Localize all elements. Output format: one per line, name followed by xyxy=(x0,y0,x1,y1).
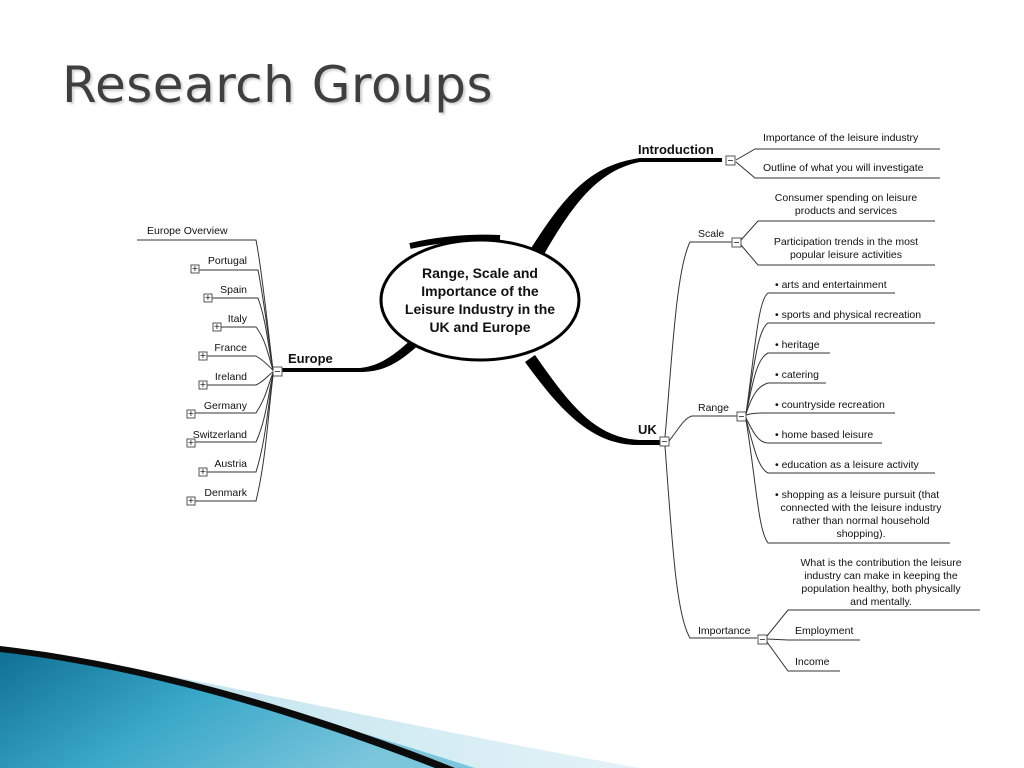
range-label: Range xyxy=(698,402,729,414)
svg-text:−: − xyxy=(727,155,733,167)
country-label: Germany xyxy=(204,400,248,412)
range-item: • education as a leisure activity xyxy=(775,459,919,471)
svg-text:−: − xyxy=(733,237,739,249)
range-item: shopping). xyxy=(836,528,885,540)
country-label: Denmark xyxy=(204,487,247,499)
country-label: Spain xyxy=(220,284,247,296)
svg-text:+: + xyxy=(188,437,194,449)
range-item: • arts and entertainment xyxy=(775,279,887,291)
slide-title: Research Groups xyxy=(62,56,494,114)
collapse-toggle[interactable]: − xyxy=(736,411,747,423)
scale-item: products and services xyxy=(795,205,897,217)
range-item: • shopping as a leisure pursuit (that xyxy=(775,489,939,501)
uk-label: UK xyxy=(638,422,657,437)
range-item: • heritage xyxy=(775,339,820,351)
range-connectors xyxy=(745,292,950,544)
importance-item: Employment xyxy=(795,625,853,637)
introduction-item: Outline of what you will investigate xyxy=(763,162,924,174)
europe-connectors xyxy=(137,239,274,502)
importance-item: and mentally. xyxy=(850,596,912,608)
svg-text:+: + xyxy=(205,292,211,304)
center-line: Leisure Industry in the xyxy=(405,301,555,317)
collapse-toggle[interactable]: − xyxy=(659,436,670,448)
range-item: connected with the leisure industry xyxy=(780,502,942,514)
svg-text:−: − xyxy=(661,436,667,448)
importance-label: Importance xyxy=(698,625,751,637)
expand-toggle[interactable]: + xyxy=(190,263,200,275)
introduction-branch: Introduction Importance of the leisure i… xyxy=(638,132,940,179)
center-line: Importance of the xyxy=(421,283,539,299)
range-item: • countryside recreation xyxy=(775,399,885,411)
decorative-swoosh xyxy=(0,646,640,768)
scale-item: Consumer spending on leisure xyxy=(775,192,918,204)
expand-toggle[interactable]: + xyxy=(186,495,196,507)
svg-text:−: − xyxy=(759,634,765,646)
expand-toggle[interactable]: + xyxy=(186,408,196,420)
range-item: • home based leisure xyxy=(775,429,873,441)
collapse-toggle[interactable]: − xyxy=(757,634,768,646)
uk-branch: UK − Scale − Consumer spending on leisur… xyxy=(638,192,980,672)
scale-item: Participation trends in the most xyxy=(774,236,918,248)
svg-text:+: + xyxy=(188,408,194,420)
country-label: Austria xyxy=(214,458,247,470)
svg-text:+: + xyxy=(200,379,206,391)
importance-item: industry can make in keeping the xyxy=(804,570,958,582)
country-label: France xyxy=(214,342,247,354)
center-node: Range, Scale and Importance of the Leisu… xyxy=(379,234,581,362)
center-line: UK and Europe xyxy=(429,319,530,335)
importance-item: population healthy, both physically xyxy=(801,583,961,595)
expand-toggle[interactable]: + xyxy=(198,466,208,478)
importance-item: What is the contribution the leisure xyxy=(800,557,961,569)
svg-text:+: + xyxy=(200,466,206,478)
svg-text:+: + xyxy=(188,495,194,507)
country-label: Portugal xyxy=(208,255,247,267)
collapse-toggle[interactable]: − xyxy=(725,155,736,167)
center-line: Range, Scale and xyxy=(422,265,538,281)
svg-text:−: − xyxy=(274,366,280,378)
main-branches xyxy=(278,158,722,446)
introduction-label: Introduction xyxy=(638,142,714,157)
svg-text:+: + xyxy=(214,321,220,333)
country-label: Switzerland xyxy=(193,429,247,441)
expand-toggle[interactable]: + xyxy=(186,437,196,449)
collapse-toggle[interactable]: − xyxy=(731,237,742,249)
svg-text:+: + xyxy=(200,350,206,362)
scale-item: popular leisure activities xyxy=(790,249,902,261)
range-item: rather than normal household xyxy=(792,515,929,527)
importance-item: Income xyxy=(795,656,830,668)
europe-label: Europe xyxy=(288,351,333,366)
expand-toggle[interactable]: + xyxy=(203,292,213,304)
svg-text:+: + xyxy=(192,263,198,275)
country-label: Ireland xyxy=(215,371,247,383)
collapse-toggle[interactable]: − xyxy=(272,366,283,378)
europe-overview: Europe Overview xyxy=(147,225,228,237)
expand-toggle[interactable]: + xyxy=(198,379,208,391)
introduction-item: Importance of the leisure industry xyxy=(763,132,919,144)
country-label: Italy xyxy=(228,313,248,325)
expand-toggle[interactable]: + xyxy=(198,350,208,362)
svg-text:−: − xyxy=(738,411,744,423)
scale-label: Scale xyxy=(698,228,724,240)
expand-toggle[interactable]: + xyxy=(212,321,222,333)
europe-branch: Europe − Europe Overview Portugal Spain … xyxy=(137,225,333,507)
range-item: • sports and physical recreation xyxy=(775,309,921,321)
range-item: • catering xyxy=(775,369,819,381)
